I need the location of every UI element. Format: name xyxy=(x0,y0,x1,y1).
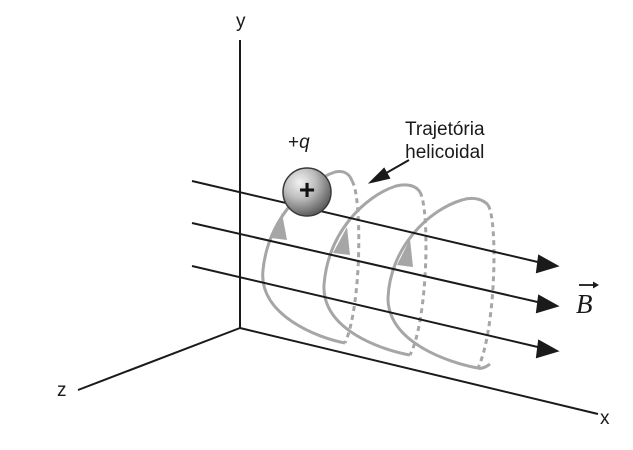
callout-arrow xyxy=(367,159,410,184)
arrow-head xyxy=(535,254,560,274)
field-line-middle xyxy=(191,222,543,304)
arrow-head xyxy=(333,227,350,255)
helix-back-segments xyxy=(343,180,496,369)
arrow-head xyxy=(535,339,560,359)
x-axis xyxy=(239,327,599,415)
arrow-head xyxy=(367,167,391,184)
x-axis-label: x xyxy=(600,408,610,429)
particle-sign: + xyxy=(298,174,316,205)
charged-particle xyxy=(282,167,332,217)
magnetic-field-lines xyxy=(191,180,560,359)
z-axis xyxy=(77,327,241,391)
arrow-head xyxy=(271,213,287,240)
trajectory-callout: Trajetória helicoidal xyxy=(405,118,485,164)
helix-tail xyxy=(477,362,491,370)
callout-line-1: Trajetória xyxy=(405,119,485,140)
arrow-head xyxy=(397,239,413,267)
charge-symbol: q xyxy=(299,132,310,153)
field-label: B xyxy=(576,289,593,319)
vector-arrow-icon xyxy=(579,281,599,289)
arrow-head xyxy=(535,294,560,314)
helix-loop-2 xyxy=(322,183,422,357)
charge-sign: + xyxy=(288,132,300,153)
z-axis-label: z xyxy=(57,380,67,401)
helix-loop-3 xyxy=(386,196,490,370)
y-axis-label: y xyxy=(236,11,246,32)
field-line-bottom xyxy=(191,265,543,349)
callout-line-2: helicoidal xyxy=(405,142,485,163)
coordinate-axes xyxy=(77,40,599,415)
helix-direction-arrows xyxy=(271,213,413,267)
charge-label: +q xyxy=(288,133,310,152)
field-line-top xyxy=(191,180,543,264)
